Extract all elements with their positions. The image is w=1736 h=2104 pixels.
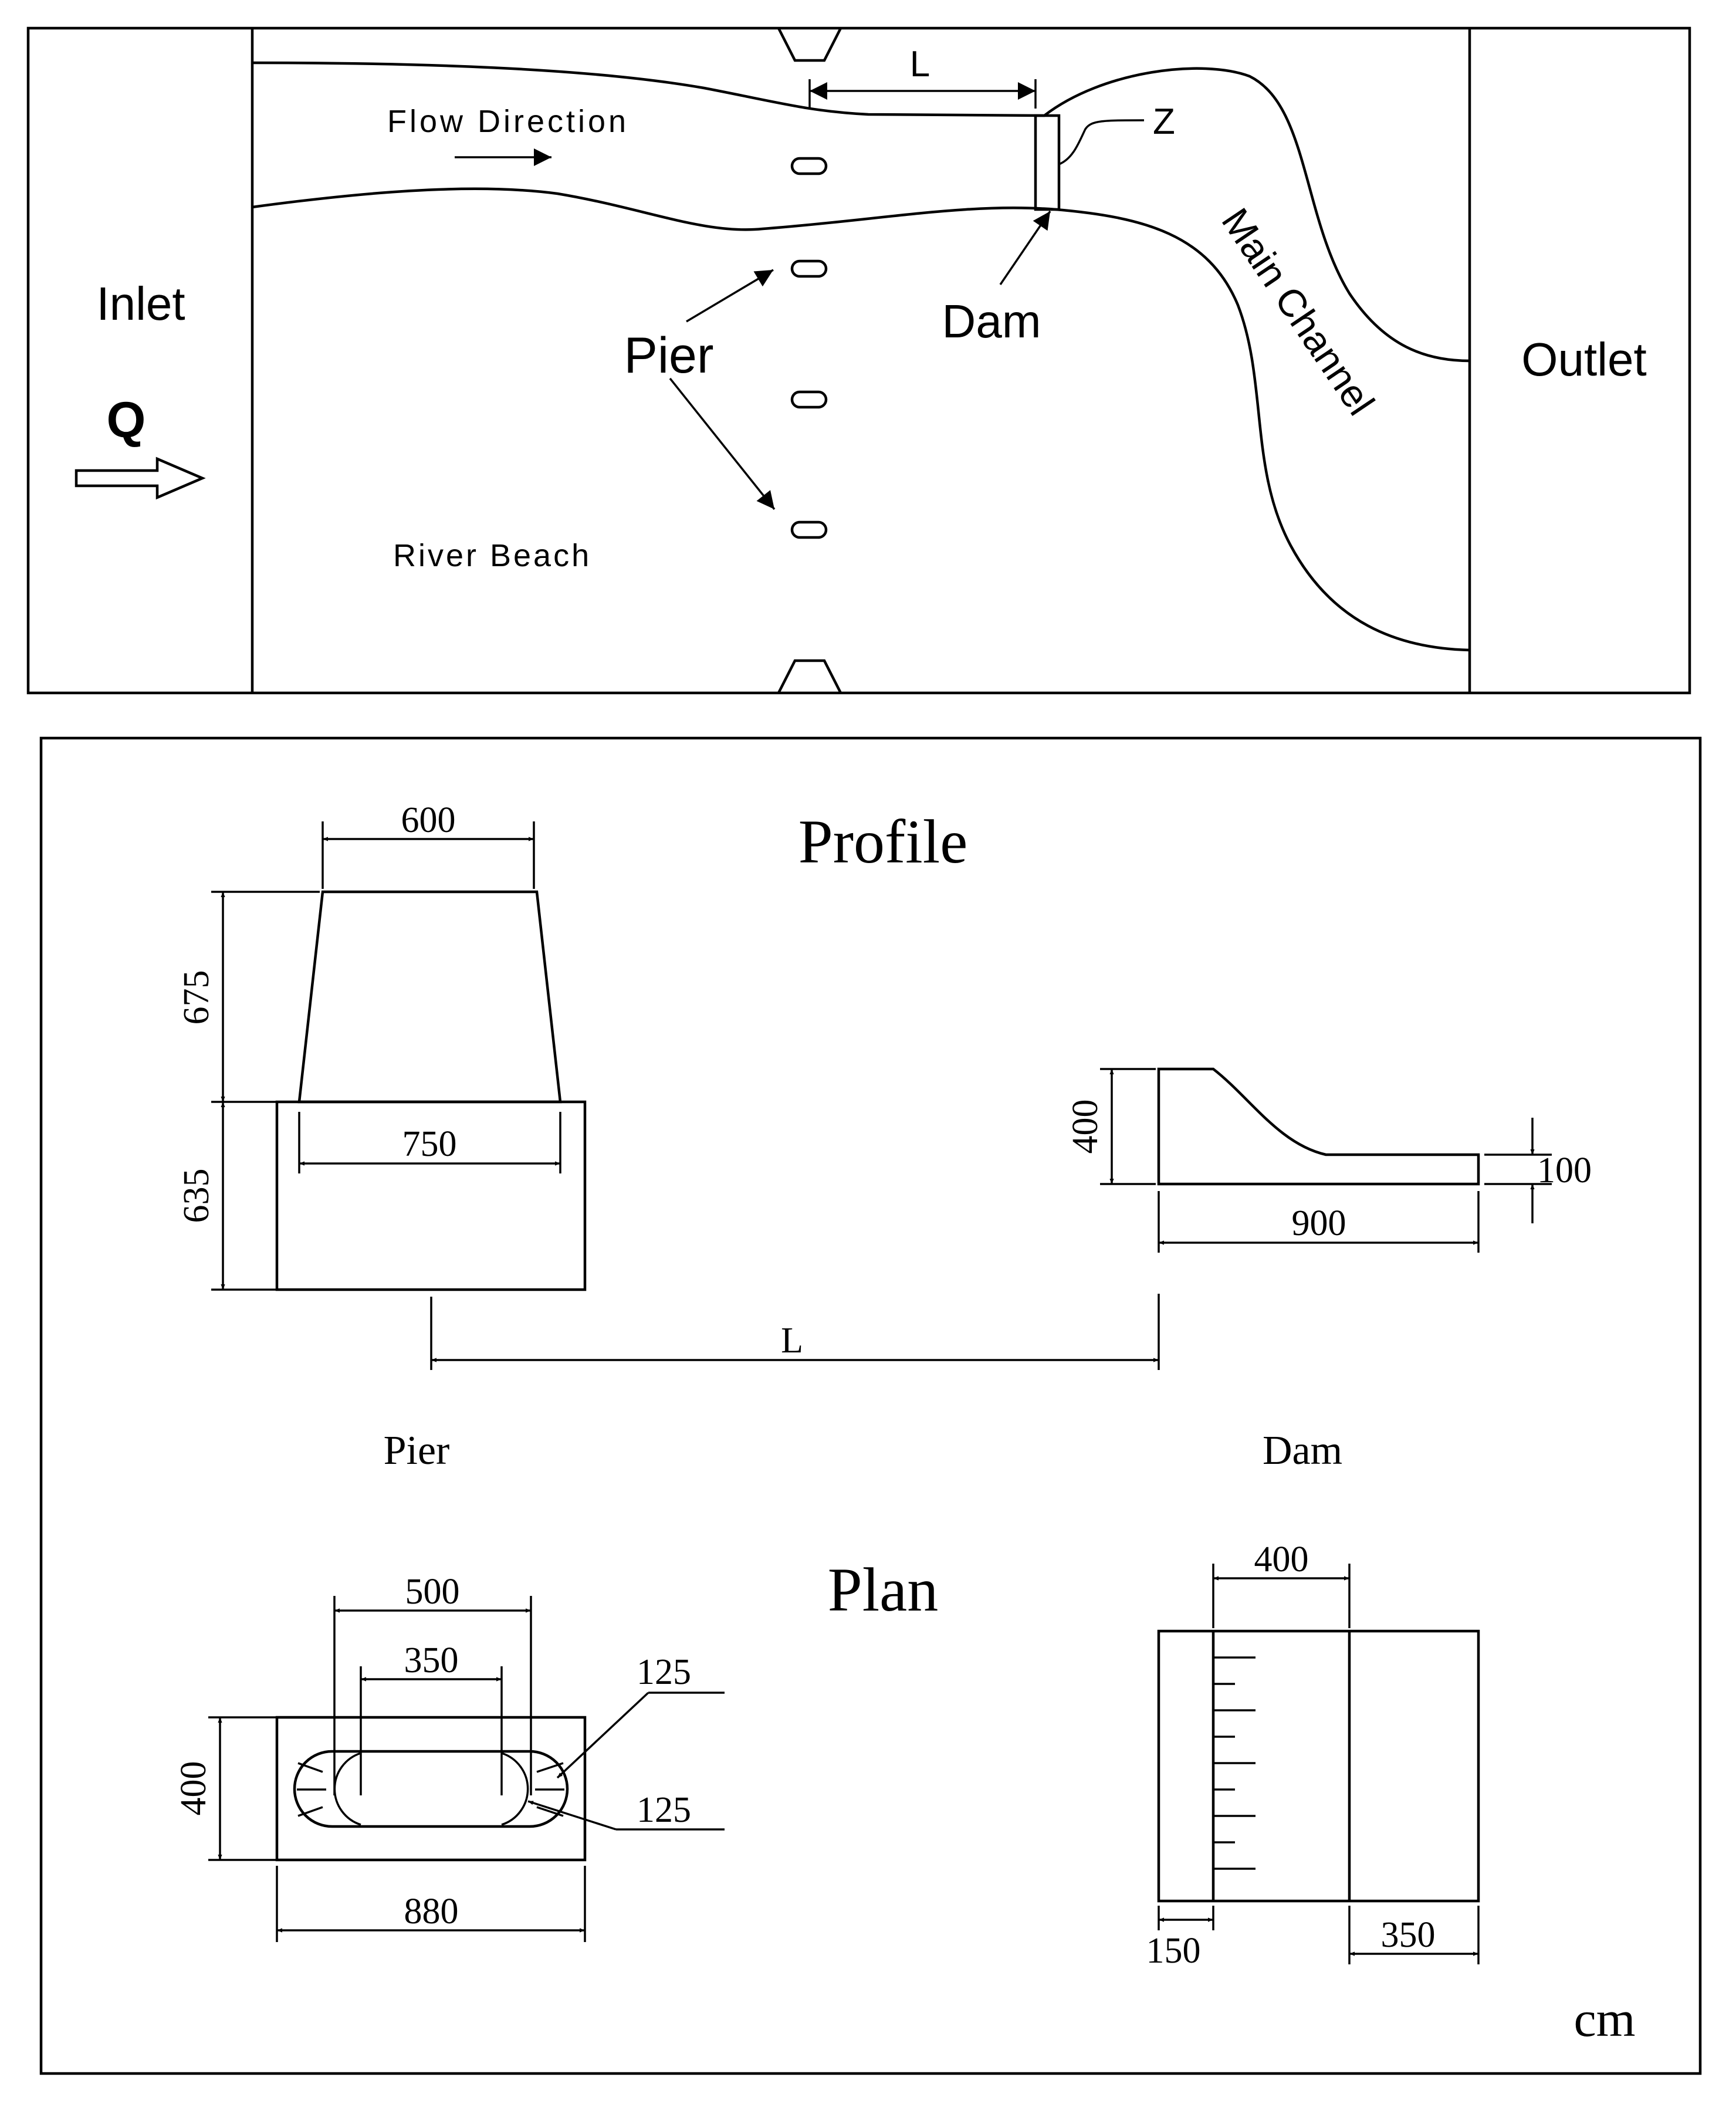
outlet-label: Outlet <box>1521 333 1646 385</box>
pier-outer-length-value: 500 <box>405 1572 460 1612</box>
radius-top-arrow <box>556 1692 649 1779</box>
layout-panel: Z L Flow Direction Inlet Q River Beach P… <box>26 26 1691 695</box>
pier-plan-base <box>275 1716 587 1862</box>
dam-arrow <box>999 211 1051 285</box>
pier-arrow-upper <box>686 269 774 323</box>
dam-plan-slope-hatch <box>1213 1656 1256 1870</box>
radius-bottom-arrow <box>527 1800 617 1831</box>
dam-profile: 400 900 100 <box>1065 1067 1592 1253</box>
layout-frame <box>26 26 1691 695</box>
pier-arrow-lower <box>669 377 776 510</box>
detail-frame <box>39 736 1702 2075</box>
dam-caption: Dam <box>1263 1428 1342 1473</box>
l-label: L <box>910 44 930 84</box>
z-leader <box>1058 119 1145 165</box>
pier-2 <box>790 259 828 278</box>
pier-base-width-value: 750 <box>402 1124 457 1164</box>
dam-plan-left-value: 150 <box>1146 1931 1201 1971</box>
pier-dam-distance-label: L <box>781 1321 803 1361</box>
pier-4 <box>790 520 828 539</box>
pier-plan-left-cap <box>333 1752 361 1826</box>
z-label: Z <box>1153 102 1175 142</box>
dam-height-value: 400 <box>1065 1100 1105 1154</box>
flow-symbol: Q <box>107 392 146 448</box>
pier-radius-top-value: 125 <box>637 1652 691 1692</box>
inlet-label: Inlet <box>96 278 185 330</box>
dam-structure <box>1034 114 1061 211</box>
pier-plan-width-value: 400 <box>174 1761 214 1816</box>
dam-plan-top-value: 400 <box>1254 1540 1309 1579</box>
dam-plan-outline <box>1157 1629 1480 1903</box>
pier-3 <box>790 390 828 409</box>
lower-abutment <box>777 659 842 694</box>
pier-profile-base <box>275 1100 587 1291</box>
main-channel-upper-bank <box>252 61 1470 363</box>
dam-label: Dam <box>942 295 1041 347</box>
dam-length-value: 900 <box>1292 1203 1346 1243</box>
pier-top-width-value: 600 <box>401 800 456 840</box>
pier-radius-bottom-value: 125 <box>637 1790 691 1830</box>
pier-plan: 500 350 125 125 400 880 <box>174 1572 725 1942</box>
plan-title: Plan <box>828 1555 938 1624</box>
dam-plan-right-value: 350 <box>1381 1915 1436 1955</box>
dam-profile-shape <box>1157 1067 1480 1186</box>
units-label: cm <box>1573 1991 1635 2047</box>
pier-plan-hatch <box>297 1762 564 1817</box>
pier-profile-upper <box>297 890 562 1104</box>
pier-1 <box>790 157 828 175</box>
pier-inner-length-value: 350 <box>404 1640 459 1680</box>
pier-label: Pier <box>624 327 714 384</box>
pier-plan-right-cap <box>501 1752 529 1826</box>
profile-title: Profile <box>798 807 968 876</box>
dam-plan: 400 150 350 <box>1146 1540 1480 1971</box>
pier-lower-height-value: 635 <box>177 1169 216 1223</box>
upper-abutment <box>777 27 842 62</box>
detail-panel: Profile Plan 600 675 635 750 <box>39 736 1702 2075</box>
pier-caption: Pier <box>384 1428 450 1473</box>
river-beach-label: River Beach <box>393 538 591 573</box>
inflow-arrow-icon <box>75 456 206 500</box>
pier-upper-height-value: 675 <box>177 970 216 1025</box>
dam-step-value: 100 <box>1537 1151 1592 1190</box>
flow-direction-label: Flow Direction <box>387 104 629 139</box>
pier-profile: 600 675 635 750 <box>177 800 587 1291</box>
pier-base-length-value: 880 <box>404 1892 459 1932</box>
pier-plan-shaft <box>293 1750 569 1828</box>
